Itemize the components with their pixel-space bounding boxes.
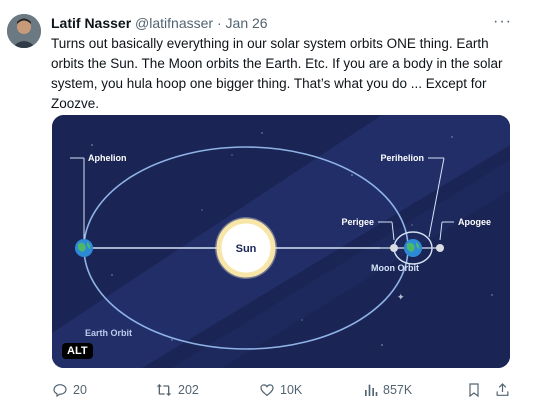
reply-button[interactable]: 20 — [52, 380, 87, 400]
perihelion-label: Perihelion — [380, 153, 424, 163]
repost-count: 202 — [178, 383, 199, 397]
aphelion-label: Aphelion — [88, 153, 127, 163]
bookmark-icon — [467, 382, 481, 398]
tweet-image[interactable]: Aphelion Perihelion Perigee Apogee Sun M… — [52, 115, 510, 368]
sun-label: Sun — [236, 243, 257, 255]
share-icon — [495, 382, 510, 398]
moon-apogee — [436, 244, 444, 252]
stars — [91, 132, 493, 346]
earth-orbit-label: Earth Orbit — [85, 328, 132, 338]
tweet-text-line: orbits the Sun. The Moon orbits the Eart… — [51, 56, 503, 71]
views-icon — [364, 382, 378, 398]
meta-separator: · — [216, 15, 222, 31]
views-button[interactable]: 857K — [364, 380, 412, 400]
tweet-header: Latif Nasser @latifnasser · Jan 26 — [51, 14, 268, 32]
bookmark-button[interactable] — [467, 380, 481, 400]
reply-icon — [52, 382, 68, 398]
like-icon — [259, 382, 275, 398]
alt-badge[interactable]: ALT — [62, 343, 93, 359]
moon-orbit-label: Moon Orbit — [371, 263, 419, 273]
share-button[interactable] — [495, 380, 510, 400]
moon-perigee — [390, 244, 398, 252]
repost-button[interactable]: 202 — [155, 380, 199, 400]
apogee-label: Apogee — [458, 217, 491, 227]
perihelion-leader — [428, 157, 445, 238]
tweet-text-line: Zoozve. — [51, 96, 100, 111]
milky-band — [52, 115, 510, 368]
like-count: 10K — [280, 383, 303, 397]
avatar[interactable] — [7, 14, 41, 48]
milky-band — [172, 160, 510, 368]
sun — [216, 218, 276, 278]
perigee-leader — [391, 221, 395, 241]
tweet-date[interactable]: Jan 26 — [225, 15, 268, 31]
reply-count: 20 — [73, 383, 87, 397]
tweet-text-line: system, you hula hoop one bigger thing. … — [51, 76, 487, 91]
perigee-label: Perigee — [341, 217, 374, 227]
tweet-text: Turns out basically everything in our so… — [51, 34, 511, 114]
action-bar: 20 202 10K 857K — [52, 380, 514, 400]
author-name[interactable]: Latif Nasser — [51, 15, 132, 31]
star-glyph: ✦ — [397, 292, 405, 302]
views-count: 857K — [383, 383, 413, 397]
like-button[interactable]: 10K — [259, 380, 302, 400]
orbit-diagram: Aphelion Perihelion Perigee Apogee Sun M… — [52, 115, 510, 368]
repost-icon — [155, 382, 173, 398]
apogee-leader — [439, 221, 443, 241]
tweet-text-line: Turns out basically everything in our so… — [51, 36, 489, 51]
more-dots-icon[interactable]: ··· — [493, 13, 512, 30]
author-handle[interactable]: @latifnasser — [135, 15, 214, 31]
earth-perihelion — [404, 239, 422, 257]
earth-aphelion — [75, 239, 93, 257]
